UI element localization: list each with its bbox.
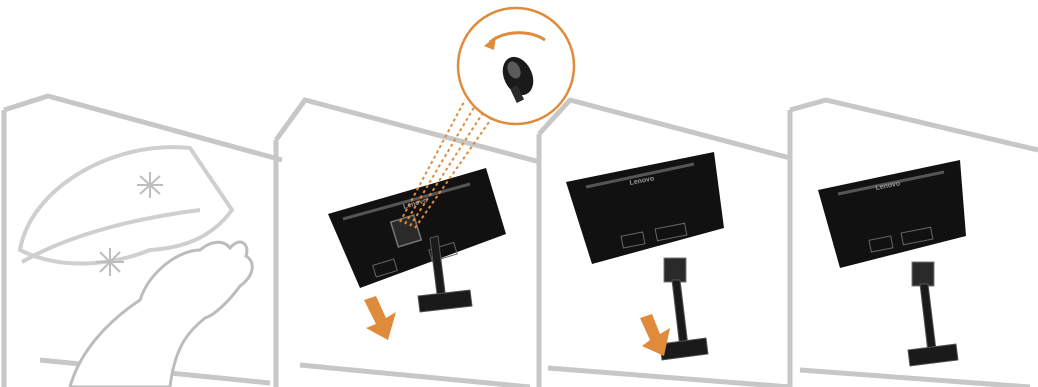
stand-panel-3 xyxy=(660,258,708,360)
screw-callout xyxy=(458,8,574,124)
monitor-back-panel-2: Lenovo xyxy=(328,168,506,288)
down-arrow-icon xyxy=(364,296,396,340)
monitor-back-panel-3: Lenovo xyxy=(566,152,724,264)
panel-4-frame xyxy=(790,100,1038,150)
panel-detach-screw: Lenovo xyxy=(276,100,540,387)
panel-2-bottom-rail xyxy=(300,365,530,387)
monitor-back-panel-4: Lenovo xyxy=(818,160,966,268)
panel-3-frame xyxy=(539,100,790,158)
panel-4-bottom-rail xyxy=(800,370,1030,387)
panel-3-bottom-rail xyxy=(548,368,790,387)
panel-slide-stand: Lenovo xyxy=(539,100,790,387)
stand-panel-4 xyxy=(908,262,958,366)
panel-clean-screen xyxy=(4,96,282,387)
panel-stand-removed: Lenovo xyxy=(790,100,1038,387)
